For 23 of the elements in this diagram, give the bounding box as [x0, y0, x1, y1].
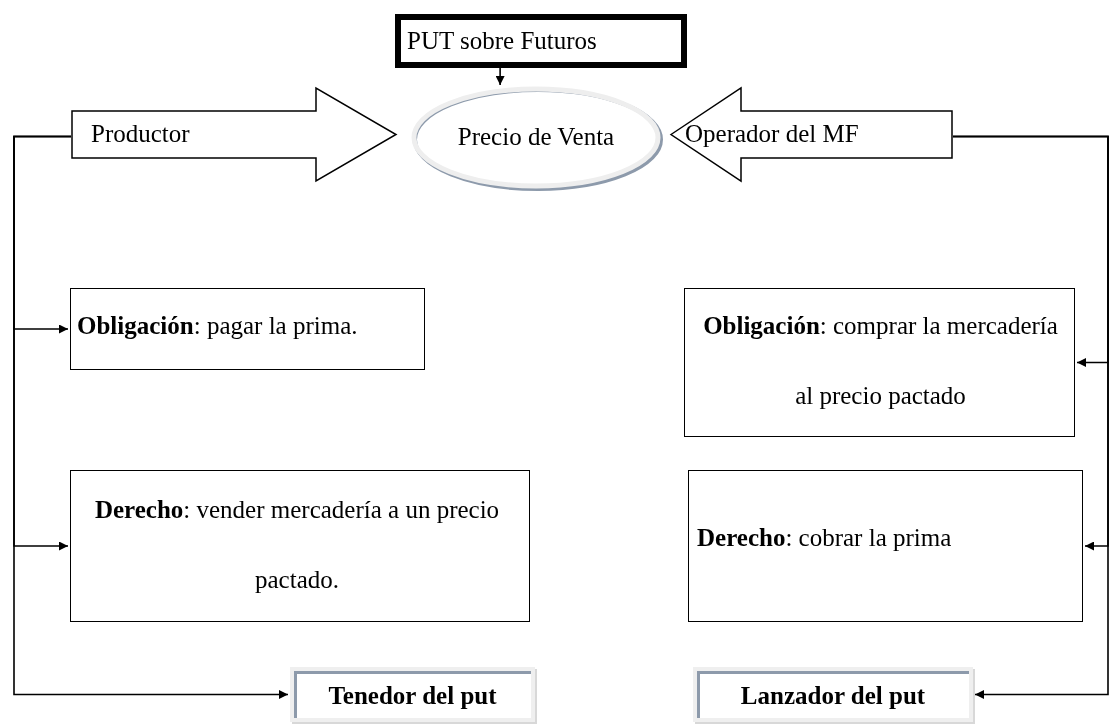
label-frame: [693, 667, 973, 722]
block-arrow: [71, 87, 397, 182]
node-text: Precio de Venta: [456, 122, 616, 152]
node-text: Obligación: pagar la prima.: [77, 311, 359, 341]
node-text: Tenedor del put: [327, 681, 498, 711]
process-box: [684, 288, 1075, 437]
ellipse: [410, 85, 662, 190]
block-arrow: [670, 87, 953, 182]
title-box: [395, 14, 687, 68]
process-box: [70, 470, 530, 622]
node-text: Lanzador del put: [739, 681, 927, 711]
node-text: Derecho: cobrar la prima: [697, 523, 953, 553]
connector-arrow: [952, 135, 1109, 699]
label-frame: [290, 667, 535, 722]
node-text: Productor: [91, 119, 191, 149]
connector-arrow: [13, 135, 289, 699]
node-text: Derecho: vender mercadería a un precio pactado.: [93, 495, 501, 595]
connector-arrow: [495, 67, 505, 86]
node-text: Operador del MF: [685, 119, 860, 149]
node-text: Obligación: comprar la mercadería al precio pactado: [702, 311, 1059, 411]
process-box: [70, 288, 425, 370]
node-text: PUT sobre Futuros: [407, 26, 598, 56]
process-box: [688, 470, 1083, 622]
